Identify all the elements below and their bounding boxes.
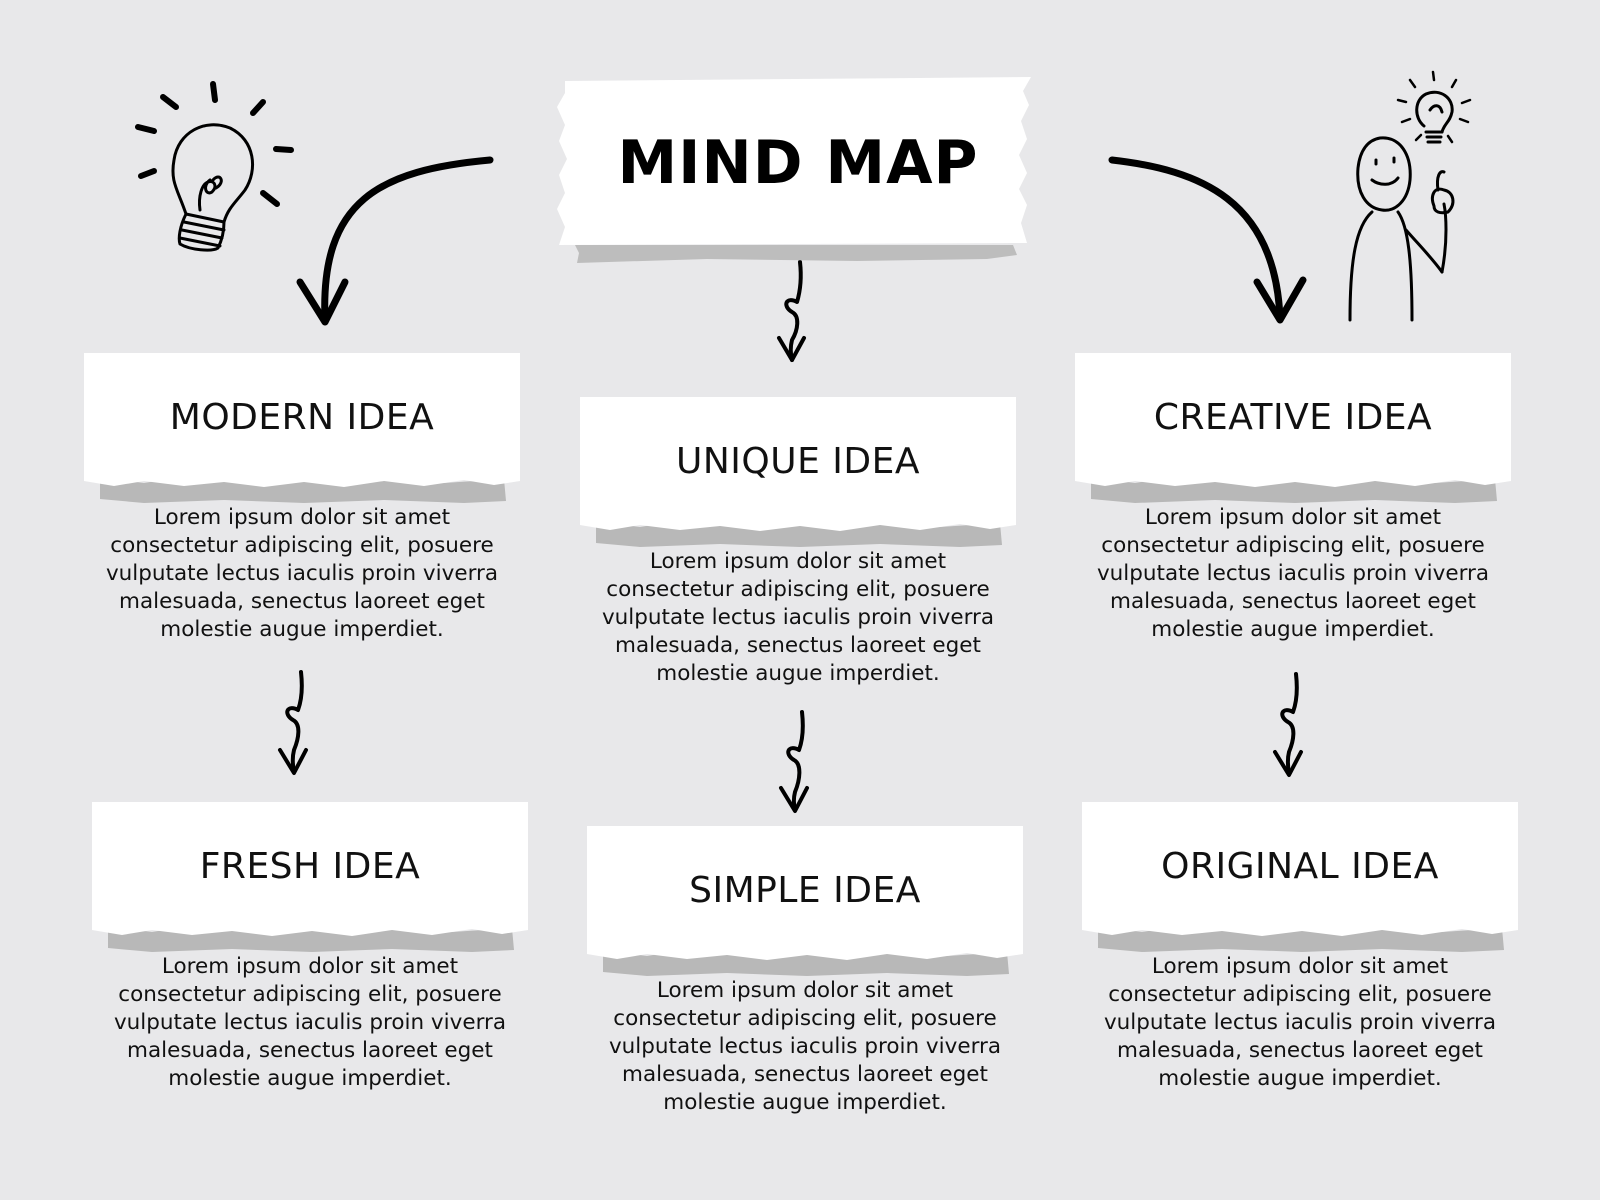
idea-heading: SIMPLE IDEA bbox=[689, 869, 921, 911]
squiggle-arrow-right bbox=[1273, 672, 1303, 777]
idea-card-unique: UNIQUE IDEA Lorem ipsum dolor sit amet c… bbox=[580, 397, 1016, 688]
idea-paper bbox=[1075, 353, 1511, 503]
squiggle-arrow-left bbox=[278, 670, 308, 775]
idea-paper bbox=[1082, 802, 1518, 952]
idea-card-simple: SIMPLE IDEA Lorem ipsum dolor sit amet c… bbox=[587, 826, 1023, 1117]
idea-heading: UNIQUE IDEA bbox=[676, 440, 920, 482]
title-card: MIND MAP bbox=[557, 77, 1039, 263]
curved-arrow-left bbox=[296, 156, 494, 326]
idea-description: Lorem ipsum dolor sit amet consectetur a… bbox=[1103, 954, 1497, 1091]
idea-heading: MODERN IDEA bbox=[169, 396, 435, 438]
idea-description: Lorem ipsum dolor sit amet consectetur a… bbox=[601, 549, 995, 686]
idea-paper bbox=[580, 397, 1016, 547]
idea-paper bbox=[84, 353, 520, 503]
idea-paper bbox=[92, 802, 528, 952]
idea-heading: FRESH IDEA bbox=[199, 845, 421, 887]
person-with-idea-icon bbox=[1348, 70, 1472, 322]
idea-heading: CREATIVE IDEA bbox=[1153, 396, 1433, 438]
idea-heading: ORIGINAL IDEA bbox=[1161, 845, 1439, 887]
squiggle-arrow-top bbox=[777, 260, 806, 362]
idea-card-modern: MODERN IDEA Lorem ipsum dolor sit amet c… bbox=[84, 353, 520, 644]
idea-paper bbox=[587, 826, 1023, 976]
idea-card-creative: CREATIVE IDEA Lorem ipsum dolor sit amet… bbox=[1075, 353, 1511, 644]
idea-description: Lorem ipsum dolor sit amet consectetur a… bbox=[113, 954, 507, 1091]
idea-description: Lorem ipsum dolor sit amet consectetur a… bbox=[105, 505, 499, 642]
idea-card-original: ORIGINAL IDEA Lorem ipsum dolor sit amet… bbox=[1082, 802, 1518, 1093]
idea-description: Lorem ipsum dolor sit amet consectetur a… bbox=[608, 978, 1002, 1115]
page-title: MIND MAP bbox=[617, 128, 979, 198]
idea-description: Lorem ipsum dolor sit amet consectetur a… bbox=[1096, 505, 1490, 642]
lightbulb-icon bbox=[135, 81, 294, 252]
title-paper bbox=[557, 77, 1031, 263]
curved-arrow-right bbox=[1108, 156, 1307, 324]
squiggle-arrow-middle bbox=[779, 710, 809, 813]
idea-card-fresh: FRESH IDEA Lorem ipsum dolor sit amet co… bbox=[92, 802, 528, 1093]
